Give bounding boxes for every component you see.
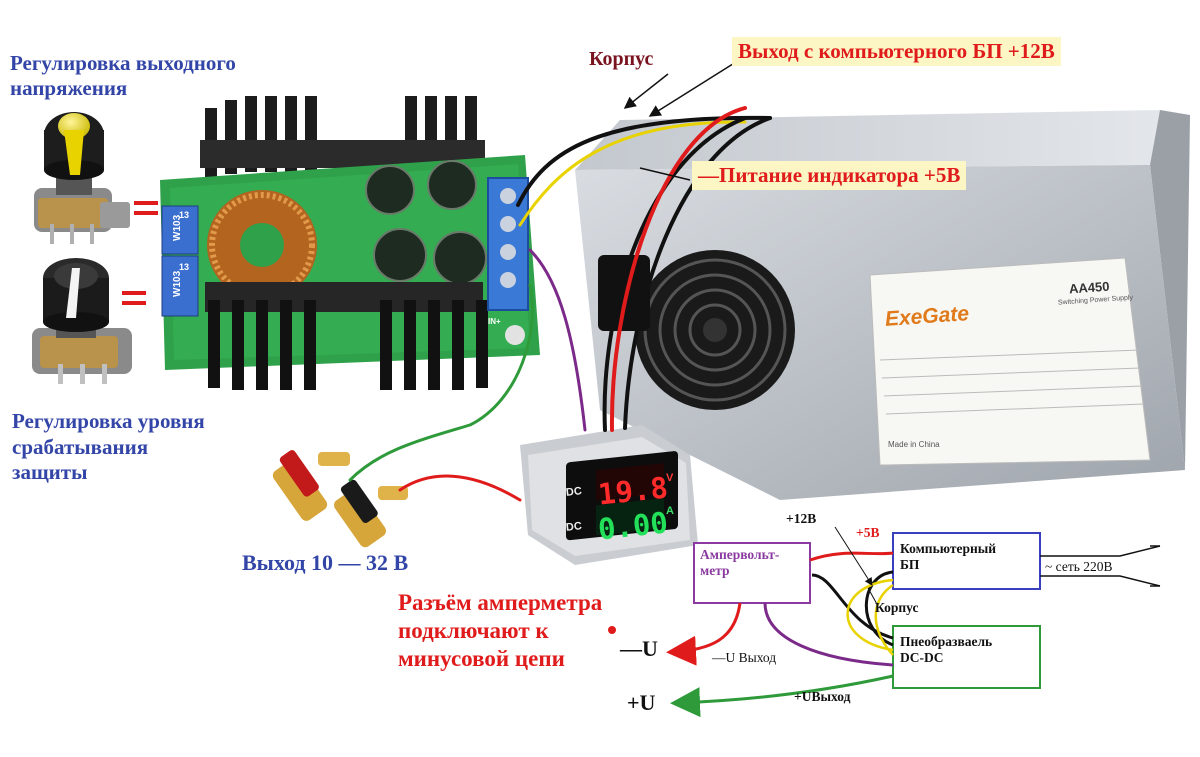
equals-sign-2 bbox=[122, 291, 146, 305]
trimmer-1-mark: 13 bbox=[179, 210, 190, 220]
schem-ammeter-block bbox=[693, 542, 811, 604]
indicator-pointer-line bbox=[639, 167, 691, 181]
ammeter-note-line-2: подключают к bbox=[398, 618, 549, 644]
protection-adjust-line-1: Регулировка уровня bbox=[12, 409, 205, 433]
schem-converter-block bbox=[892, 625, 1041, 689]
note-bullet bbox=[608, 626, 616, 634]
schem-psu-line-2: БП bbox=[900, 556, 920, 572]
schem-converter-line-2: DC-DC bbox=[900, 649, 944, 665]
psu-model: AA450 bbox=[1068, 278, 1110, 297]
meter-current-unit: A bbox=[666, 505, 674, 517]
output-range-label: Выход 10 — 32 В bbox=[242, 550, 409, 575]
schem-case-label: Корпус bbox=[875, 600, 919, 615]
schem-ammeter-line-2: метр bbox=[700, 562, 730, 578]
schem-mains-label: ~ сеть 220В bbox=[1045, 559, 1113, 574]
schem-plus5-label: +5В bbox=[856, 525, 880, 540]
meter-current-readout: 0.00 bbox=[596, 505, 670, 547]
output-voltage-adjust-label: Регулировка выходного напряжения bbox=[10, 51, 236, 101]
computer-psu bbox=[575, 110, 1190, 500]
binding-post-black-icon bbox=[334, 479, 408, 548]
potentiometer-black-icon bbox=[32, 258, 132, 384]
equals-sign-1 bbox=[134, 201, 158, 215]
schem-psu-line-1: Компьютерный bbox=[900, 541, 997, 556]
schem-plus-u-out-label: +UВыход bbox=[794, 689, 851, 704]
ammeter-note-line-3: минусовой цепи bbox=[398, 646, 565, 672]
schem-converter-line-1: Пнеобразваель bbox=[900, 634, 993, 649]
meter-dc-top: DC bbox=[565, 485, 583, 499]
schem-converter-label: Пнеобразваель DC-DC bbox=[900, 634, 992, 666]
wiring-schematic bbox=[666, 526, 1161, 718]
schem-minus-u-out-label: —U Выход bbox=[712, 650, 777, 665]
psu-made-in: Made in China bbox=[888, 440, 940, 449]
case-label: Корпус bbox=[589, 48, 654, 70]
ammeter-connector-note: Разъём амперметра подключают к минусовой… bbox=[398, 589, 602, 673]
meter-dc-bottom: DC bbox=[565, 520, 583, 534]
protection-level-adjust-label: Регулировка уровня срабатывания защиты bbox=[12, 409, 205, 486]
case-pointer-arrow bbox=[623, 73, 669, 109]
output-voltage-adjust-line-1: Регулировка выходного bbox=[10, 51, 236, 75]
binding-post-red-icon bbox=[272, 450, 350, 521]
schem-ammeter-label: Ампервольт- метр bbox=[700, 547, 779, 579]
schem-plus12-label: +12В bbox=[786, 511, 817, 526]
trimmer-2-mark: 13 bbox=[179, 262, 190, 272]
pc-psu-output-label: Выход с компьютерного БП +12В bbox=[732, 37, 1061, 66]
trimmer-2-label: W103 bbox=[172, 270, 184, 297]
protection-adjust-line-3: защиты bbox=[12, 460, 88, 485]
ammeter-note-line-1: Разъём амперметра bbox=[398, 590, 603, 615]
potentiometer-yellow-icon bbox=[34, 112, 130, 244]
protection-adjust-line-2: срабатывания bbox=[12, 434, 149, 459]
output-voltage-adjust-line-2: напряжения bbox=[10, 75, 128, 100]
schem-minus-u: —U bbox=[620, 636, 658, 661]
meter-voltage-unit: V bbox=[666, 472, 674, 484]
ampere-voltmeter-device bbox=[520, 425, 698, 565]
schem-psu-block bbox=[892, 532, 1041, 590]
indicator-power-label: —Питание индикатора +5В bbox=[692, 161, 967, 190]
wires bbox=[348, 106, 772, 502]
dc-dc-converter-board bbox=[160, 96, 540, 390]
terminal-label: IN+ bbox=[488, 317, 501, 326]
schem-plus-u: +U bbox=[627, 690, 656, 715]
psu-output-pointer-arrow bbox=[648, 61, 737, 117]
schem-ammeter-line-1: Ампервольт- bbox=[700, 547, 780, 562]
schem-psu-label: Компьютерный БП bbox=[900, 541, 996, 573]
